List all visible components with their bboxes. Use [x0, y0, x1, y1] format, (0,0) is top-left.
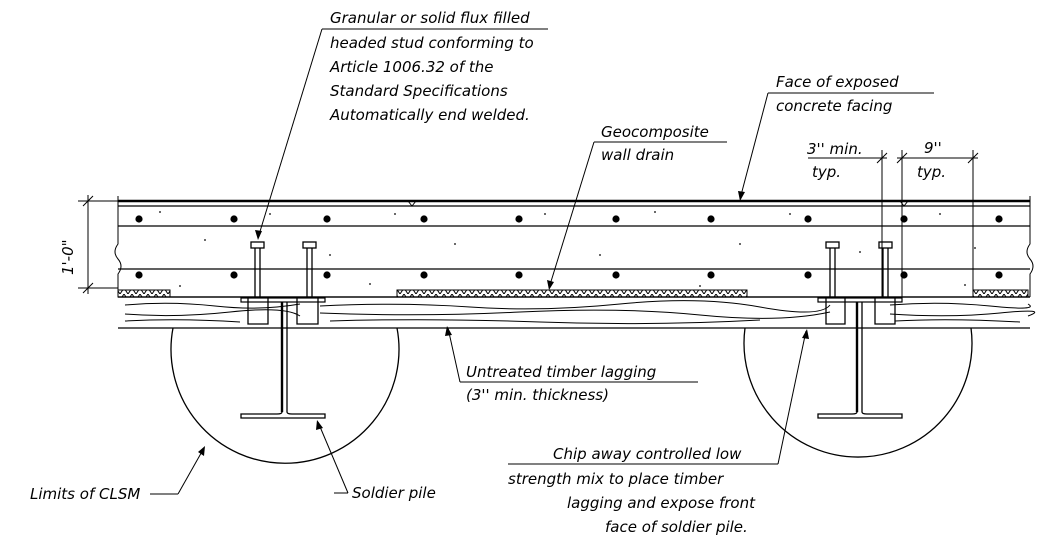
- chip-note-line-2: strength mix to place timber: [508, 470, 724, 488]
- face-note-line-1: Face of exposed: [776, 73, 899, 91]
- soldier-pile-right: [817, 297, 903, 419]
- face-mark-right: [899, 200, 909, 207]
- rebar-row-top: [135, 215, 1003, 223]
- concrete-facing: [114, 196, 1034, 298]
- chip-note: Chip away controlled low strength mix to…: [508, 329, 809, 536]
- face-note: Face of exposed concrete facing: [738, 73, 934, 201]
- lagging-note-line-2: (3'' min. thickness): [466, 386, 609, 404]
- dimension-spacing: 3'' min. typ. 9'' typ.: [807, 139, 979, 297]
- stud-note-line-3: Article 1006.32 of the: [329, 58, 494, 76]
- left-break-line: [114, 196, 122, 297]
- rebar-row-bottom: [135, 271, 1003, 279]
- lagging-note: Untreated timber lagging (3'' min. thick…: [445, 326, 698, 404]
- stud-note-line-5: Automatically end welded.: [329, 106, 530, 124]
- lagging-note-line-1: Untreated timber lagging: [466, 363, 656, 381]
- soldier-pile-left: [240, 297, 326, 419]
- chip-note-line-3: lagging and expose front: [567, 494, 756, 512]
- pile-label: Soldier pile: [352, 484, 436, 502]
- chip-note-line-4: face of soldier pile.: [605, 518, 748, 536]
- clsm-note: Limits of CLSM: [30, 446, 205, 503]
- timber-lagging: [118, 296, 1035, 329]
- face-note-line-2: concrete facing: [776, 97, 892, 115]
- dim-9in-label: 9'': [924, 139, 942, 157]
- clsm-limits: [170, 327, 973, 464]
- chip-note-line-1: Chip away controlled low: [553, 445, 742, 463]
- dim-3in-sub: typ.: [812, 163, 841, 181]
- clsm-limit-right: [743, 327, 973, 458]
- geo-note-line-2: wall drain: [601, 146, 674, 164]
- stud-note-line-2: headed stud conforming to: [330, 34, 534, 52]
- stud-note-line-1: Granular or solid flux filled: [330, 9, 530, 27]
- geo-note-line-1: Geocomposite: [601, 123, 709, 141]
- dimension-height-label: 1'-0": [59, 239, 77, 275]
- dim-3in-label: 3'' min.: [807, 140, 863, 158]
- clsm-label: Limits of CLSM: [30, 485, 140, 503]
- concrete-aggregate: [159, 211, 976, 287]
- geocomposite-note: Geocomposite wall drain: [547, 123, 727, 290]
- right-break-line: [1026, 196, 1034, 297]
- pile-note: Soldier pile: [316, 420, 436, 502]
- stud-note-line-4: Standard Specifications: [330, 82, 508, 100]
- face-mark-left: [407, 200, 417, 207]
- clsm-limit-left: [170, 327, 400, 464]
- stud-note: Granular or solid flux filled headed stu…: [255, 9, 548, 240]
- dim-9in-sub: typ.: [917, 163, 946, 181]
- dimension-height: 1'-0": [59, 195, 118, 294]
- headed-studs: [250, 241, 893, 297]
